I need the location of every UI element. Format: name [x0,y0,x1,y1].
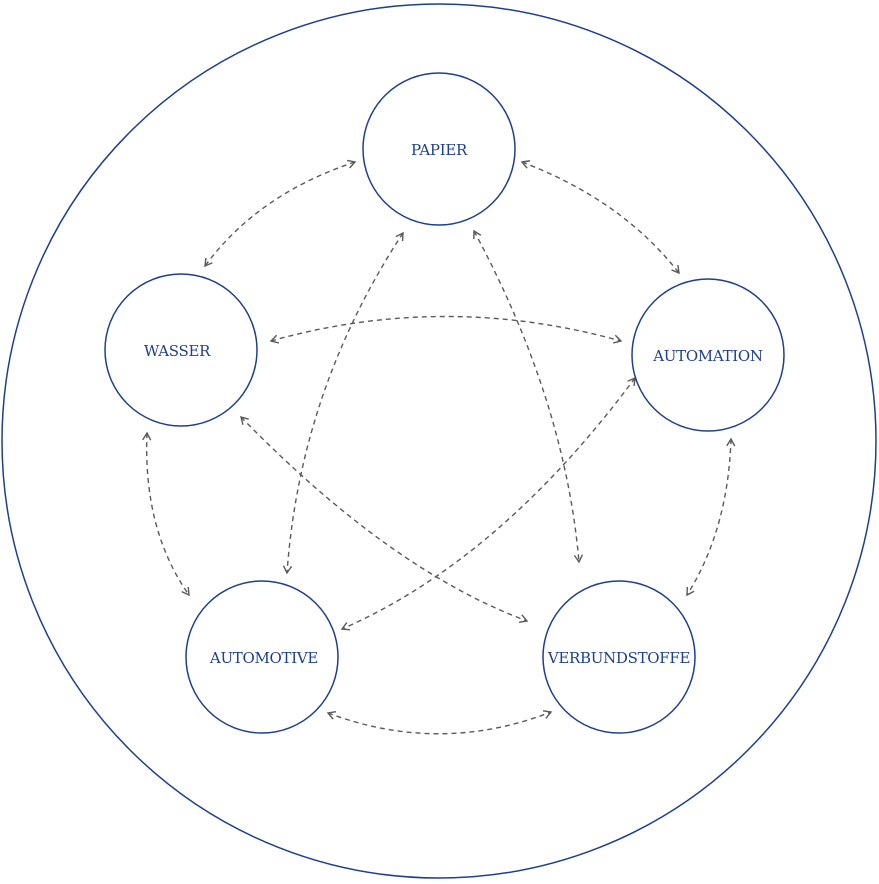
connector-wasser-automation [270,315,622,342]
arrowhead-automotive [340,622,351,631]
arrowhead-wasser [240,415,249,425]
node-automation: AUTOMATION [631,278,785,432]
arrowhead-wasser [269,334,279,344]
arrowhead-papier [395,231,404,242]
node-verbundstoffe: VERBUNDSTOFFE [542,580,696,734]
arrowhead-automotive [181,586,190,597]
connector-papier-automotive [286,232,404,574]
connector-papier-wasser [204,161,356,267]
arrowhead-papier [520,160,531,169]
connector-automotive-verbundstoffe [327,711,552,735]
node-circle [631,278,785,432]
arrowhead-automotive [326,711,337,720]
arrowhead-papier [473,229,482,240]
node-label: VERBUNDSTOFFE [547,649,690,667]
node-circle [104,273,258,427]
arrowhead-papier [346,159,357,169]
arrowhead-automotive [282,565,293,575]
node-circle [362,72,516,226]
node-circle [542,580,696,734]
arrowhead-verbundstoffe [686,586,695,597]
arrowhead-verbundstoffe [518,614,529,623]
connector-layer [142,159,736,735]
node-automotive: AUTOMOTIVE [185,580,339,734]
connector-automation-automotive [341,377,636,630]
node-label: AUTOMATION [652,347,763,365]
arrowhead-automation [671,264,680,275]
connector-wasser-verbundstoffe [240,416,528,622]
node-circle [185,580,339,734]
connector-papier-automation [521,161,680,274]
node-papier: PAPIER [362,72,516,226]
arrowhead-automation [613,334,623,344]
arrowhead-verbundstoffe [573,554,584,564]
node-label: AUTOMOTIVE [209,649,318,667]
node-label: PAPIER [411,141,468,159]
connector-papier-verbundstoffe [473,230,580,563]
arrowhead-wasser [142,431,152,441]
arrowhead-automation [726,437,736,447]
outer-ring [1,3,877,879]
node-wasser: WASSER [104,273,258,427]
connector-wasser-automotive [145,432,190,596]
node-label: WASSER [144,342,211,360]
arrowhead-verbundstoffe [542,710,553,719]
arrowhead-automation [627,376,636,387]
connector-automation-verbundstoffe [686,438,732,596]
arrowhead-wasser [204,257,213,268]
